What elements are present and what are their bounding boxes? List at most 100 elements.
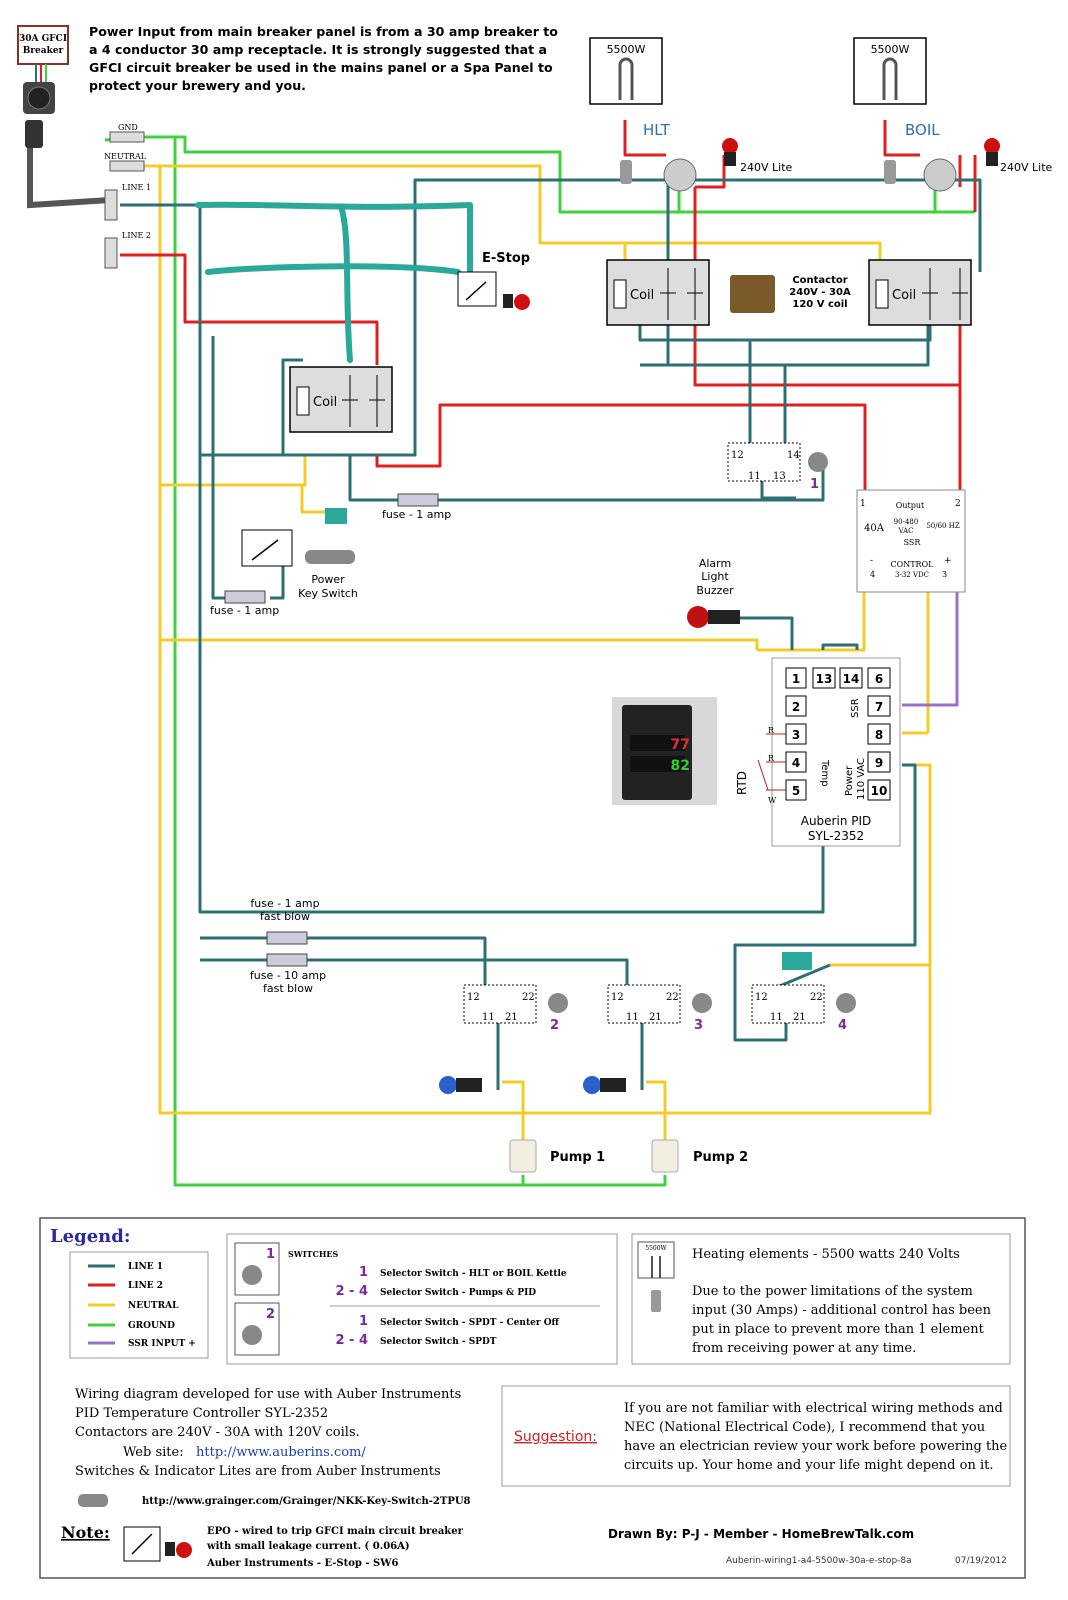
rtd-label: RTD <box>735 771 749 795</box>
switch-row-num: 2 - 4 <box>335 1333 368 1348</box>
switch-number: 2 <box>266 1307 275 1322</box>
switch-number: 1 <box>266 1247 275 1262</box>
power-key-switch: Power Key Switch <box>241 529 358 600</box>
power-notice: Power Input from main breaker panel is f… <box>89 24 558 93</box>
pid-power-label: Power <box>844 765 855 796</box>
fuse-pump-10amp: fuse - 10 amp fast blow <box>250 953 326 995</box>
legend-title: Legend: <box>50 1226 130 1247</box>
plug-cord-icon <box>27 122 111 209</box>
switch-terminal: 11 <box>770 1012 783 1023</box>
pid-terminal: 4 <box>792 756 800 770</box>
suggestion-label: Suggestion: <box>514 1429 597 1445</box>
switches-title: SWITCHES <box>288 1249 338 1259</box>
pid-photo: 77 82 <box>612 697 717 805</box>
legend-frame <box>39 1217 1026 1579</box>
switch-row-text: Selector Switch - SPDT - Center Off <box>380 1318 560 1328</box>
suggestion-line: NEC (National Electrical Code), I recomm… <box>624 1420 985 1435</box>
coil-label: Coil <box>892 288 916 303</box>
pid-controller: 1 13 14 6 2 7 3 8 4 9 5 10 SSR Temp <box>735 657 901 847</box>
coil-label: Coil <box>630 288 654 303</box>
fuse-label: fuse - 1 amp <box>382 508 451 521</box>
alarm-buzzer: Alarm Light Buzzer <box>687 557 740 628</box>
suggestion-line: If you are not familiar with electrical … <box>624 1401 1003 1416</box>
suggestion-line: circuits up. Your home and your life mig… <box>624 1458 993 1473</box>
lite-label: 240V Lite <box>1000 161 1053 174</box>
notice-line: GFCI circuit breaker be used in the main… <box>89 60 553 75</box>
estop-button-icon <box>176 1542 192 1558</box>
switch-row-text: Selector Switch - Pumps & PID <box>380 1288 536 1298</box>
pid-name: Auberin PID <box>801 814 872 828</box>
switch-number: 4 <box>838 1018 847 1033</box>
fuse-pump-1amp: fuse - 1 amp fast blow <box>250 897 320 945</box>
terminal-label-neutral: NEUTRAL <box>104 152 147 161</box>
ssr-input-wire <box>902 545 959 707</box>
switch-number: 1 <box>810 477 819 492</box>
pump-label: Pump 1 <box>550 1150 605 1165</box>
contactor-desc: Contactor 240V - 30A 120 V coil <box>789 275 851 310</box>
suggestion-line: have an electrician review your work bef… <box>624 1439 1008 1454</box>
pid-terminal: 13 <box>816 672 833 686</box>
key-switch-icon <box>78 1494 108 1507</box>
ssr-terminal: 2 <box>955 499 961 509</box>
note-line: with small leakage current. ( 0.06A) <box>206 1541 410 1552</box>
pump-2: Pump 2 <box>651 1139 748 1173</box>
fuse-icon <box>224 590 266 604</box>
heat-text: Heating elements - 5500 watts 240 Volts <box>692 1247 960 1262</box>
switch-terminal: 13 <box>773 471 786 482</box>
switch-terminal: 11 <box>748 471 761 482</box>
pid-display-sv: 82 <box>671 758 690 774</box>
switch-terminal: 12 <box>611 992 624 1003</box>
hand-markup <box>195 201 473 363</box>
drawing-date: 07/19/2012 <box>955 1556 1007 1566</box>
info-line: Switches & Indicator Lites are from Aube… <box>75 1464 441 1479</box>
estop-button-icon <box>514 294 530 310</box>
note-line: EPO - wired to trip GFCI main circuit br… <box>207 1526 464 1537</box>
switch-terminal: 22 <box>522 992 535 1003</box>
switch-terminal: 12 <box>731 450 744 461</box>
pid-terminal: 1 <box>792 672 800 686</box>
rtd-lead: R <box>768 726 775 735</box>
hlt-outlet-icon <box>663 158 697 192</box>
line1-wires <box>120 178 982 1090</box>
lite-label: 240V Lite <box>740 161 793 174</box>
wire-legend: LINE 1 LINE 2 NEUTRAL GROUND SSR INPUT + <box>69 1251 209 1359</box>
switch-terminal: 12 <box>467 992 480 1003</box>
switch-terminal: 11 <box>482 1012 495 1023</box>
pid-terminal: 10 <box>871 784 888 798</box>
selector-switch-4: 12 22 11 21 4 <box>751 984 856 1033</box>
switch-number: 3 <box>694 1018 703 1033</box>
pump-1: Pump 1 <box>509 1139 605 1173</box>
fuse-label: fuse - 10 amp <box>250 969 326 982</box>
e-stop: E-Stop <box>457 251 530 310</box>
fuse-label: fuse - 1 amp <box>250 897 319 910</box>
breaker-label: 30A GFCI <box>19 34 67 44</box>
drawn-by: Drawn By: P-J - Member - HomeBrewTalk.co… <box>608 1527 914 1541</box>
contactor-main: Coil <box>289 366 393 433</box>
fuse-icon <box>397 493 439 507</box>
pid-name: SYL-2352 <box>808 829 864 843</box>
ssr-vac: VAC <box>898 527 914 535</box>
outlet-icon <box>651 1139 679 1173</box>
ssr-output-label: Output <box>896 501 925 510</box>
ssr-hz: 50/60 HZ <box>926 522 960 530</box>
grainger-link[interactable]: http://www.grainger.com/Grainger/NKK-Key… <box>142 1496 471 1507</box>
pid-display-pv: 77 <box>671 737 690 753</box>
website-link[interactable]: http://www.auberins.com/ <box>196 1445 366 1460</box>
switch-row-text: Selector Switch - HLT or BOIL Kettle <box>380 1269 567 1279</box>
indicator-lite-icon <box>722 138 738 154</box>
note-line: Auber Instruments - E-Stop - SW6 <box>206 1558 398 1569</box>
contactor-photo-icon <box>730 275 775 313</box>
info-line: Contactors are 240V - 30A with 120V coil… <box>75 1425 360 1440</box>
switch-terminal: 21 <box>649 1012 662 1023</box>
alarm-lite-icon <box>687 606 709 628</box>
outlet-icon <box>509 1139 537 1173</box>
heating-legend: 5500W Heating elements - 5500 watts 240 … <box>631 1233 1011 1365</box>
hlt-element: 5500W HLT <box>589 37 671 184</box>
fuse-icon <box>266 931 308 945</box>
switch-number: 2 <box>550 1018 559 1033</box>
switch-terminal: 21 <box>793 1012 806 1023</box>
contactor-desc-line: 120 V coil <box>792 299 847 310</box>
alarm-label: Alarm <box>699 557 731 570</box>
alarm-label: Buzzer <box>696 584 734 597</box>
contactor-hlt: Coil <box>606 259 710 326</box>
